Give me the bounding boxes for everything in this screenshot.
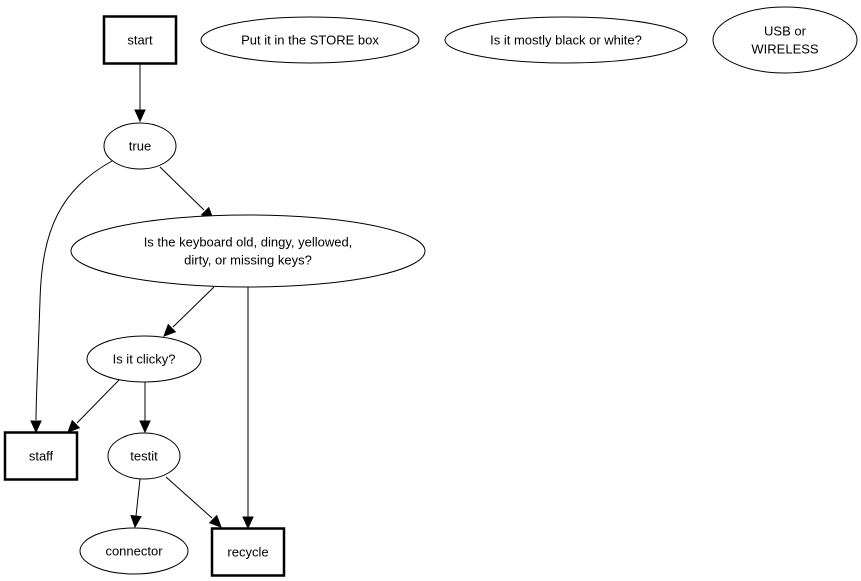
node-usb: USB or WIRELESS: [712, 6, 858, 74]
node-label: true: [129, 139, 151, 154]
ellipse-shape: [712, 6, 858, 74]
ellipse-shape: [444, 16, 688, 64]
edge-clicky-to-testit: [139, 382, 151, 434]
node-label: dirty, or missing keys?: [184, 253, 312, 268]
edge-testit-to-recycle: [165, 476, 222, 528]
node-label: recycle: [227, 545, 268, 560]
arrowhead-icon: [134, 109, 146, 123]
node-testit: testit: [107, 432, 181, 480]
edge-true-to-keyboard: [159, 166, 214, 220]
node-label: start: [127, 33, 153, 48]
box-shape: [102, 15, 178, 65]
ellipse-shape: [86, 335, 202, 383]
ellipse-shape: [107, 432, 181, 480]
edge-line: [159, 166, 205, 211]
edge-line: [172, 286, 215, 328]
edge-clicky-to-staff: [67, 379, 120, 433]
arrowhead-icon: [163, 323, 177, 337]
node-label: connector: [105, 544, 163, 559]
node-clicky: Is it clicky?: [86, 335, 202, 383]
node-label: Is it mostly black or white?: [490, 33, 642, 48]
box-shape: [210, 527, 286, 577]
edge-true-to-staff: [30, 160, 113, 434]
edge-line: [35, 160, 113, 421]
node-label: staff: [29, 449, 54, 464]
edge-line: [165, 476, 213, 519]
node-connector: connector: [79, 527, 189, 575]
arrowhead-icon: [139, 420, 151, 434]
node-start: start: [102, 15, 178, 65]
node-keyboard: Is the keyboard old, dingy, yellowed, dir…: [70, 214, 426, 288]
node-true: true: [103, 122, 177, 170]
arrowhead-icon: [67, 419, 81, 433]
node-recycle: recycle: [210, 527, 286, 577]
node-label: testit: [130, 449, 158, 464]
ellipse-shape: [79, 527, 189, 575]
arrowhead-icon: [30, 420, 42, 434]
node-staff: staff: [3, 431, 79, 481]
node-label: USB or: [764, 24, 807, 39]
node-label: Is it clicky?: [113, 352, 176, 367]
ellipse-shape: [103, 122, 177, 170]
edge-line: [135, 478, 141, 517]
arrowhead-icon: [208, 514, 222, 528]
edge-testit-to-connector: [130, 478, 142, 529]
ellipse-shape: [70, 214, 426, 288]
node-store: Put it in the STORE box: [200, 16, 420, 64]
edge-start-to-true: [134, 64, 146, 123]
edge-keyboard-to-clicky: [163, 286, 215, 337]
arrowhead-icon: [130, 515, 142, 529]
node-label: Put it in the STORE box: [241, 33, 379, 48]
edge-keyboard-to-recycle: [242, 287, 254, 530]
nodes-layer: start Put it in the STORE box Is it mostly…: [3, 6, 858, 577]
node-label: Is the keyboard old, dingy, yellowed,: [144, 235, 353, 250]
box-shape: [3, 431, 79, 481]
edges-layer: [30, 64, 254, 530]
ellipse-shape: [200, 16, 420, 64]
node-mostly: Is it mostly black or white?: [444, 16, 688, 64]
node-label: WIRELESS: [751, 42, 819, 57]
arrowhead-icon: [242, 516, 254, 530]
edge-line: [76, 379, 120, 424]
